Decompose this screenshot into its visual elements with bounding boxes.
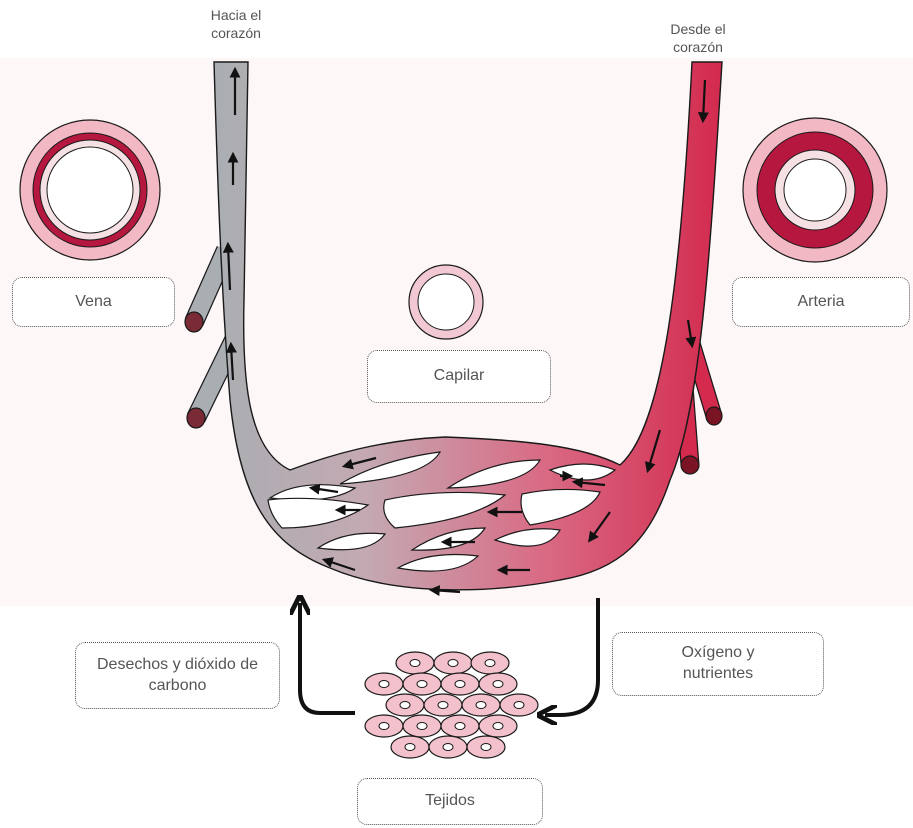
capillary-label: Capilar [367, 350, 551, 403]
tissue-cell-nucleus [485, 660, 495, 667]
tissue-cell-nucleus [379, 723, 389, 730]
artery-cross-section [743, 118, 887, 262]
to-heart-label: Hacia el corazón [196, 6, 276, 42]
waste-label: Desechos y dióxido de carbono [75, 642, 280, 709]
tissue-cell-nucleus [455, 723, 465, 730]
oxygen-label: Oxígeno y nutrientes [612, 632, 824, 696]
from-heart-label: Desde el corazón [658, 20, 738, 56]
tissue-cell-nucleus [400, 702, 410, 709]
capillary-cross-section [409, 265, 483, 339]
tissue-cell-nucleus [493, 681, 503, 688]
tissue-cell-nucleus [438, 702, 448, 709]
waste-arrow [300, 603, 355, 713]
tissue-cell-nucleus [476, 702, 486, 709]
artery-label: Arteria [732, 277, 910, 327]
tissue-cell-nucleus [448, 660, 458, 667]
tissue-cell-nucleus [405, 744, 415, 751]
tissue-cells [365, 652, 538, 758]
tissue-cell-nucleus [379, 681, 389, 688]
vein-cross-section [20, 120, 160, 260]
tissue-cell-nucleus [493, 723, 503, 730]
tissue-cell-nucleus [481, 744, 491, 751]
oxygen-arrow [545, 598, 598, 715]
tissues-label: Tejidos [357, 778, 543, 825]
tissue-cell-nucleus [455, 681, 465, 688]
vein-label: Vena [12, 277, 175, 327]
tissue-cell-nucleus [514, 702, 524, 709]
tissue-cell-nucleus [410, 660, 420, 667]
tissue-cell-nucleus [417, 723, 427, 730]
tissue-cell-nucleus [443, 744, 453, 751]
tissue-cell-nucleus [417, 681, 427, 688]
